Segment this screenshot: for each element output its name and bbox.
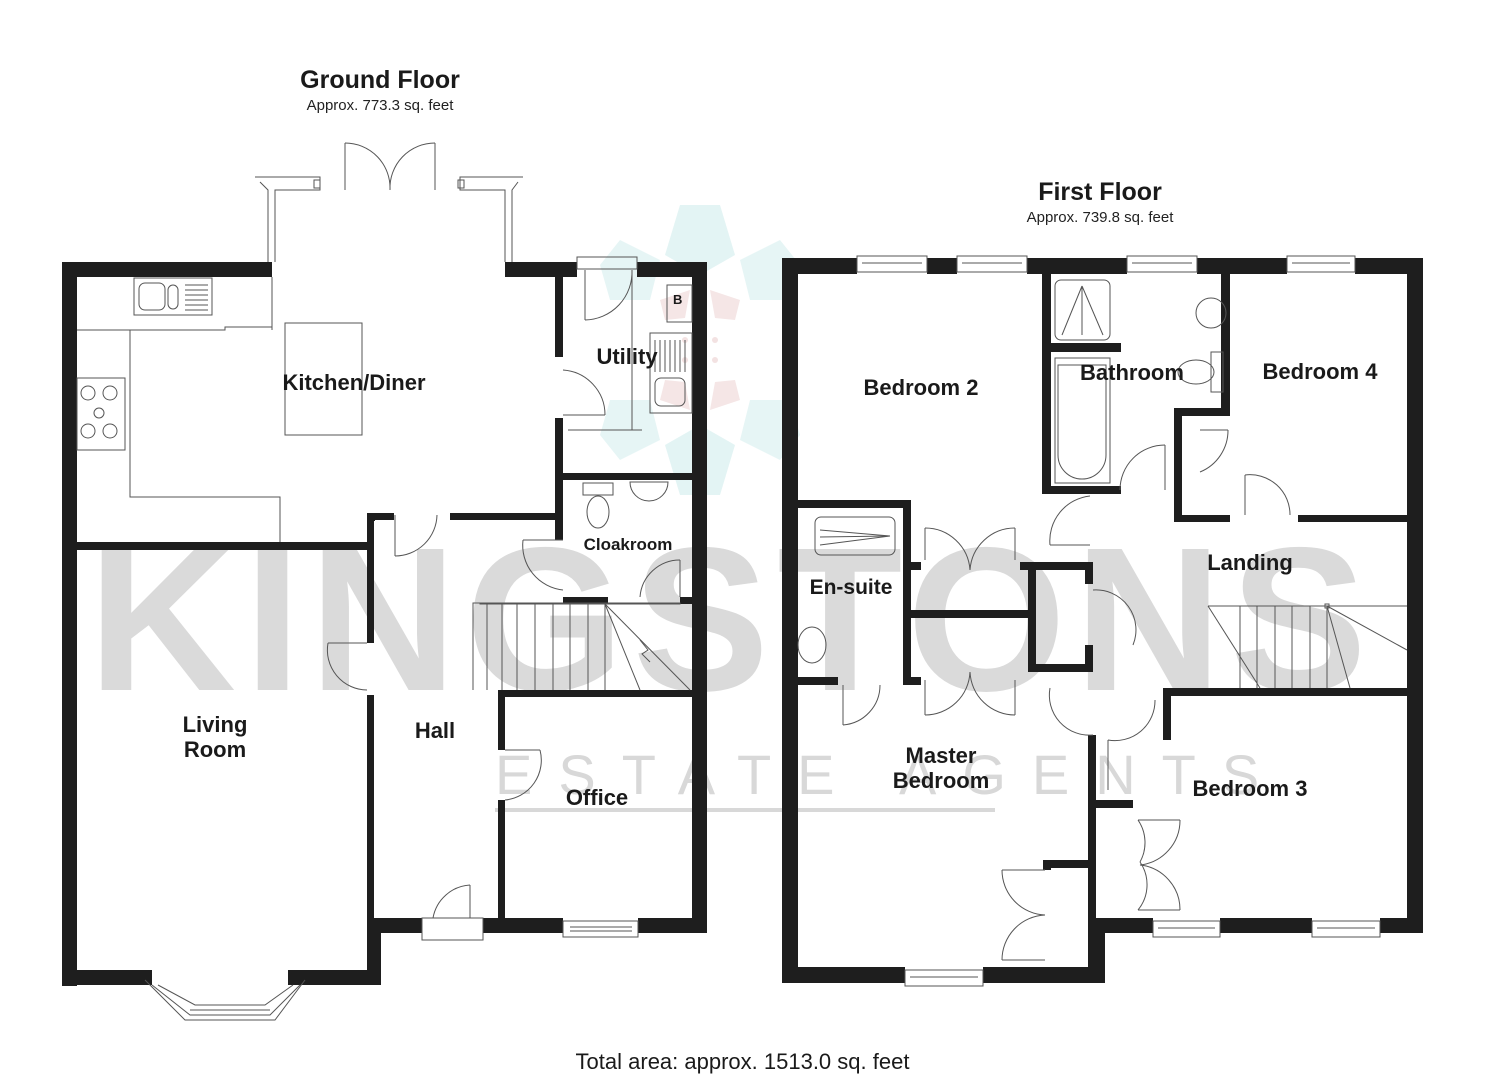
watermark-underline: [495, 808, 995, 812]
watermark-brand: KINGSTONS: [88, 505, 1375, 734]
french-doors: [344, 142, 436, 191]
ground-floor-walls: [62, 262, 707, 986]
watermark-tagline: ESTATE AGENTS: [495, 743, 1286, 806]
total-area: Total area: approx. 1513.0 sq. feet: [575, 1049, 910, 1074]
bathroom-fixtures: [1054, 279, 1227, 484]
watermark-star-icon: [600, 205, 800, 495]
room-label-master-bedroom: Master Bedroom: [866, 743, 1016, 793]
wardrobe-doors: [924, 527, 1016, 716]
room-label-office: Office: [565, 785, 629, 810]
living-room-line-1: Living: [182, 712, 248, 737]
bedroom-3-wardrobe: [1137, 819, 1181, 911]
room-label-bedroom-2: Bedroom 2: [863, 375, 979, 400]
living-room-bay-window: [144, 979, 306, 1021]
room-label-bedroom-3: Bedroom 3: [1192, 776, 1308, 801]
room-label-kitchen-diner: Kitchen/Diner: [282, 370, 426, 395]
living-room-line-2: Room: [183, 737, 247, 762]
room-label-living-room: Living Room: [140, 712, 290, 762]
utility-back-door: [576, 256, 638, 430]
first-floor-windows: [856, 255, 1381, 987]
front-door: [421, 884, 484, 941]
utility-fixtures: [568, 284, 693, 431]
kitchen-worktops: [76, 277, 363, 542]
ground-floor-stairs: [472, 602, 691, 691]
room-label-bathroom: Bathroom: [1080, 360, 1184, 385]
cloakroom-fixtures: [522, 481, 681, 598]
bathroom-door: [1119, 444, 1166, 491]
en-suite-fixtures: [797, 516, 896, 726]
utility-door: [562, 369, 606, 416]
master-bedroom-line-1: Master: [905, 743, 977, 768]
landing-doors: [1048, 495, 1156, 790]
kitchen-bay-windows: [255, 176, 523, 262]
master-bedroom-wardrobe: [1001, 869, 1046, 961]
first-floor-walls: [782, 258, 1423, 983]
office-window: [562, 920, 639, 938]
ground-floor-plan: [255, 142, 523, 262]
ground-floor-title: Ground Floor: [300, 66, 460, 94]
room-label-cloakroom: Cloakroom: [583, 535, 673, 554]
room-label-en-suite: En-suite: [809, 576, 893, 599]
first-floor-stairs: [1207, 603, 1408, 689]
bedroom-4-doors: [1199, 429, 1291, 516]
ground-floor-area: Approx. 773.3 sq. feet: [306, 97, 454, 114]
hall-kitchen-door: [394, 514, 438, 557]
room-label-bedroom-4: Bedroom 4: [1262, 359, 1378, 384]
living-room-door: [326, 642, 368, 691]
room-label-utility: Utility: [596, 344, 658, 369]
first-floor-title: First Floor: [1038, 178, 1162, 206]
room-label-landing: Landing: [1207, 550, 1293, 575]
office-door: [504, 749, 542, 801]
boiler-label: B: [673, 292, 683, 307]
first-floor-area: Approx. 739.8 sq. feet: [1026, 209, 1174, 226]
master-bedroom-line-2: Bedroom: [892, 768, 990, 793]
room-label-hall: Hall: [414, 718, 456, 743]
